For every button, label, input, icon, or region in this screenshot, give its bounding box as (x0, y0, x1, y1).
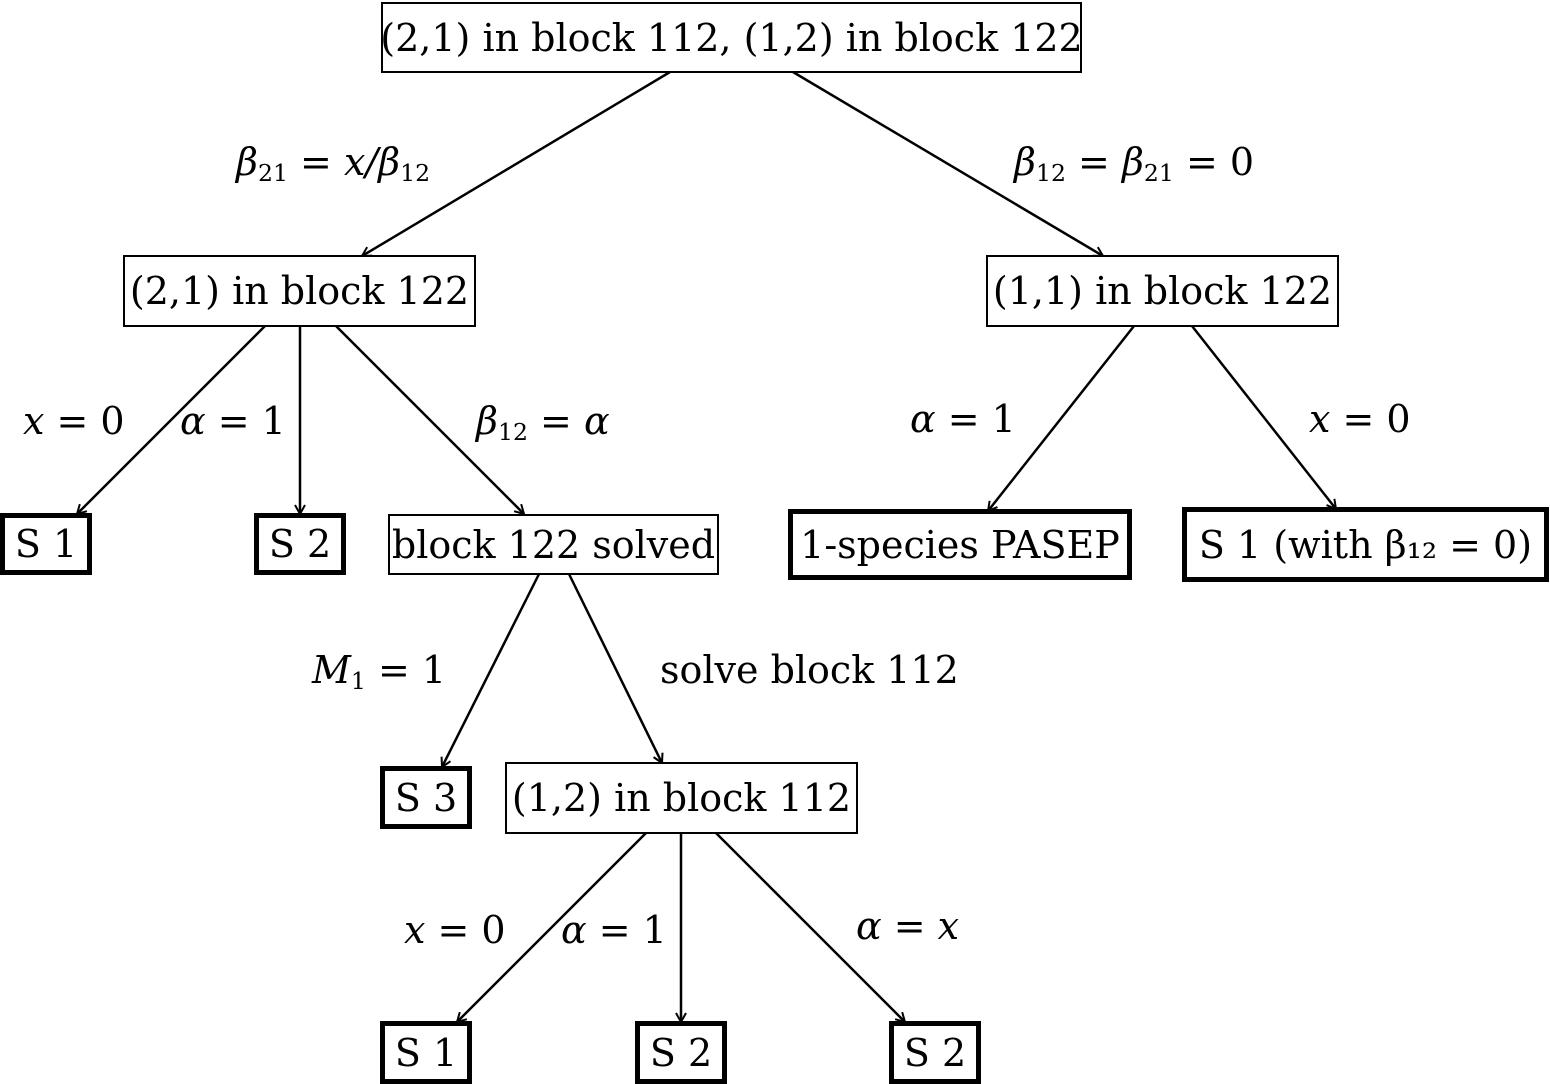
label-right-pasep: α = 1 (910, 400, 1016, 438)
label-root-right-b: = (1065, 140, 1122, 184)
label-left-solved-rhs: α (583, 399, 610, 443)
node-pasep: 1-species PASEP (788, 509, 1132, 580)
label-b112-s2c: α = x (856, 907, 959, 945)
node-right: (1,1) in block 122 (986, 255, 1339, 327)
edge-b112-s1 (457, 832, 647, 1022)
node-s2-b: S 2 (635, 1021, 727, 1084)
label-right-s1-eq: = 0 (1330, 397, 1411, 441)
label-root-right: β12 = β21 = 0 (1014, 140, 1255, 185)
label-left-s2-var: α (180, 399, 206, 443)
label-left-s2-eq: = 1 (205, 399, 286, 443)
label-left-s1-var: x (23, 399, 45, 443)
label-left-s2: α = 1 (180, 402, 286, 440)
label-right-s1: x = 0 (1309, 400, 1411, 438)
edge-root-right (792, 70, 1103, 258)
label-solved-s3-sub: 1 (350, 666, 366, 695)
edge-right-pasep (988, 325, 1135, 511)
label-b112-s2c-var: α (856, 904, 882, 948)
edge-solved-block112 (567, 573, 662, 763)
label-b112-s1: x = 0 (404, 911, 506, 949)
node-s2-a: S 2 (254, 513, 346, 575)
node-solved: block 122 solved (388, 514, 719, 575)
label-left-solved-sub: 12 (497, 417, 528, 446)
node-left: (2,1) in block 122 (123, 255, 476, 327)
label-solved-s3: M1 = 1 (312, 648, 447, 693)
label-b112-s2c-rhs: x (937, 904, 960, 948)
label-b112-s2-var: α (561, 908, 587, 952)
label-root-left-eq: = (287, 140, 344, 184)
edge-right-s1 (1191, 325, 1336, 509)
label-root-right-c-sub: 21 (1143, 158, 1174, 187)
label-root-left-rhs-sub: 12 (400, 158, 431, 187)
node-s1-a: S 1 (0, 513, 92, 575)
label-root-left: β21 = x/β12 (236, 140, 430, 185)
label-b112-s2-eq: = 1 (586, 908, 667, 952)
label-root-right-a: β (1014, 140, 1036, 184)
edge-root-left (362, 70, 671, 258)
label-b112-s1-eq: = 0 (425, 908, 506, 952)
node-s3: S 3 (380, 766, 472, 829)
label-root-left-rhs: x/β (343, 140, 401, 184)
label-root-right-d: = 0 (1173, 140, 1255, 184)
label-root-right-c: β (1121, 140, 1144, 184)
label-left-solved-eq: = (527, 399, 584, 443)
label-b112-s1-var: x (404, 908, 426, 952)
label-solved-s3-eq: = 1 (365, 648, 447, 692)
label-left-solved: β12 = α (476, 399, 610, 444)
label-b112-s2c-eq: = (881, 904, 938, 948)
label-left-s1: x = 0 (23, 402, 125, 440)
edge-b112-s2c (715, 832, 905, 1022)
label-root-left-lhs-sub: 21 (257, 158, 288, 187)
label-right-s1-var: x (1309, 397, 1331, 441)
label-left-s1-eq: = 0 (44, 399, 125, 443)
label-root-left-lhs: β (236, 140, 258, 184)
label-right-pasep-var: α (910, 397, 936, 441)
node-root: (2,1) in block 112, (1,2) in block 122 (380, 2, 1083, 73)
label-solved-s3-var: M (312, 648, 351, 692)
node-s1-c: S 1 (380, 1021, 472, 1084)
label-solved-block112: solve block 112 (660, 648, 959, 692)
label-root-right-a-sub: 12 (1035, 158, 1066, 187)
node-s1-b: S 1 (with β₁₂ = 0) (1182, 507, 1549, 582)
label-left-solved-var: β (476, 399, 498, 443)
node-block112: (1,2) in block 112 (505, 762, 858, 834)
edge-left-solved (335, 325, 524, 514)
edge-left-s1 (77, 325, 266, 514)
edge-solved-s3 (442, 573, 541, 767)
node-s2-c: S 2 (889, 1021, 981, 1084)
label-b112-s2: α = 1 (561, 911, 667, 949)
label-right-pasep-eq: = 1 (935, 397, 1016, 441)
